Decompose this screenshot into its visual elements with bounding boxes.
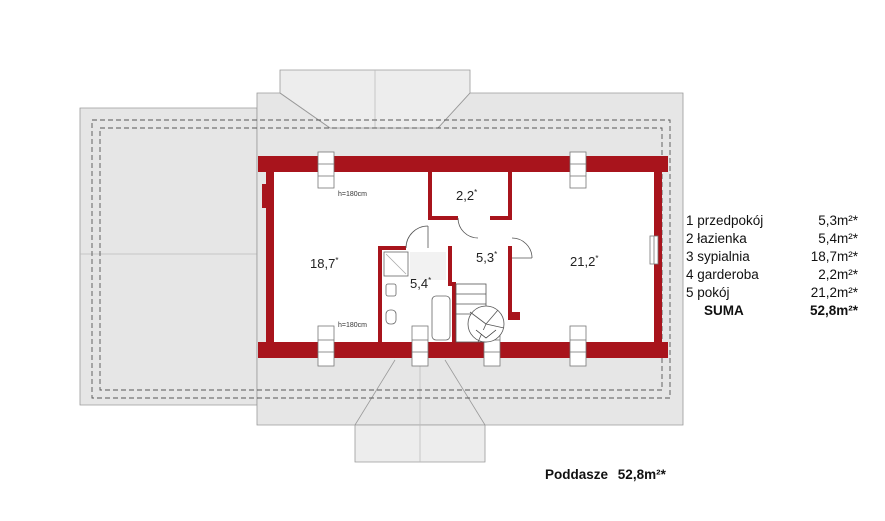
room-area-sypialnia: 18,7* bbox=[310, 256, 338, 271]
legend-total-row: SUMA 52,8m²* bbox=[686, 302, 858, 320]
room-area-garderoba: 2,2* bbox=[456, 188, 477, 203]
legend-room-name: 2 łazienka bbox=[686, 231, 747, 246]
wall-top bbox=[258, 156, 668, 172]
toilet bbox=[385, 309, 397, 325]
legend-total-label: SUMA bbox=[704, 303, 744, 318]
legend-room-area: 5,4m²* bbox=[818, 231, 858, 246]
legend-row: 4 garderoba 2,2m²* bbox=[686, 266, 858, 284]
legend-room-area: 18,7m²* bbox=[810, 249, 858, 264]
floor-name: Poddasze bbox=[545, 467, 609, 482]
roof-left-wing bbox=[79, 107, 258, 406]
legend-room-name: 5 pokój bbox=[686, 285, 730, 300]
bathtub bbox=[431, 295, 451, 341]
legend-room-area: 2,2m²* bbox=[818, 267, 858, 282]
legend-room-name: 4 garderoba bbox=[686, 267, 759, 282]
bathroom-fixtures bbox=[383, 251, 451, 341]
wall-bottom bbox=[258, 342, 668, 358]
legend-room-area: 21,2m²* bbox=[810, 285, 858, 300]
legend-room-name: 3 sypialnia bbox=[686, 249, 750, 264]
area-legend: 1 przedpokój 5,3m²* 2 łazienka 5,4m²* 3 … bbox=[686, 212, 858, 320]
floor-caption: Poddasze 52,8m²* bbox=[545, 467, 666, 482]
legend-total-value: 52,8m²* bbox=[809, 303, 858, 318]
wall-left-chimney bbox=[262, 184, 270, 208]
room-area-pokoj: 21,2* bbox=[570, 254, 598, 269]
washbasin bbox=[385, 283, 397, 297]
legend-row: 1 przedpokój 5,3m²* bbox=[686, 212, 858, 230]
floor-total-area: 52,8m²* bbox=[617, 467, 666, 482]
legend-row: 5 pokój 21,2m²* bbox=[686, 284, 858, 302]
room-area-przedpokoj: 5,3* bbox=[476, 250, 497, 265]
wall-left bbox=[266, 170, 274, 346]
legend-row: 3 sypialnia 18,7m²* bbox=[686, 248, 858, 266]
legend-row: 2 łazienka 5,4m²* bbox=[686, 230, 858, 248]
interior-walls bbox=[378, 172, 520, 342]
height-note-bottom: h=180cm bbox=[338, 322, 367, 329]
legend-room-name: 1 przedpokój bbox=[686, 213, 764, 228]
staircase bbox=[455, 283, 505, 343]
doors bbox=[405, 217, 533, 259]
room-area-lazienka: 5,4* bbox=[410, 276, 431, 291]
bathroom-floor-tint bbox=[410, 252, 446, 280]
legend-room-area: 5,3m²* bbox=[818, 213, 858, 228]
height-note-top: h=180cm bbox=[338, 191, 367, 198]
